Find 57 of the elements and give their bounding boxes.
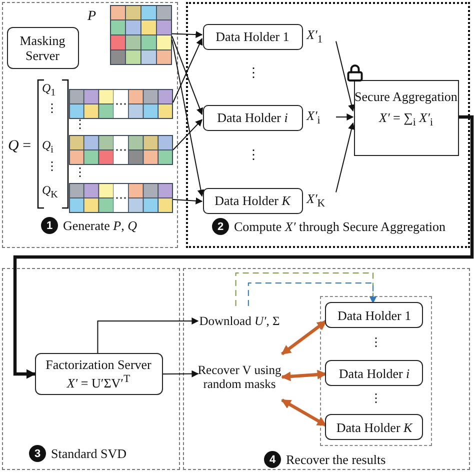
output-label: X′$_{1}$ (306, 27, 323, 46)
panel-frame (2, 268, 180, 470)
process-box: Data Holder K (325, 414, 424, 440)
process-box: Data Holder i (202, 104, 302, 130)
arrow (248, 282, 377, 306)
arrow (281, 398, 327, 427)
step-text: Download U′, Σ (198, 306, 282, 336)
process-box: Masking Server (6, 26, 78, 68)
process-box: Data Holder K (202, 188, 302, 214)
group-frame (320, 296, 432, 446)
arrow (281, 370, 327, 382)
arrow (172, 36, 203, 116)
matrix-label: ⋮ (46, 160, 58, 172)
ellipsis-mark: ⋮ (74, 166, 86, 178)
arrow (172, 197, 203, 204)
step-caption: Recover the results (286, 451, 386, 468)
output-label: X′$_{K}$ (306, 191, 326, 210)
matrix-label: Q$_{1}$ (42, 82, 56, 98)
arrow (162, 370, 199, 378)
ellipsis-mark: ⋮ (370, 336, 382, 348)
panel-frame (186, 2, 470, 248)
matrix-label: Q = (8, 139, 32, 154)
process-box: Data Holder i (325, 360, 424, 386)
connector-line (235, 272, 374, 306)
arrow (172, 38, 203, 103)
process-box: Data Holder 1 (325, 302, 424, 328)
aggregation-box: Secure Aggregation X′ = ∑$_{i}$ X′$_{i}$ (354, 80, 458, 156)
process-box: Factorization Server X′ = U′ΣV′$^{T}$ (34, 352, 162, 394)
arrow (172, 119, 202, 150)
arrow (172, 39, 204, 197)
arrow (336, 122, 355, 193)
ellipsis-mark: ⋮ (247, 148, 260, 161)
matrix-label: P (88, 8, 96, 24)
arrow (97, 318, 199, 354)
ellipsis-mark: ⋮ (247, 66, 260, 79)
step-caption: Standard SVD (51, 445, 126, 462)
step-text: Recover V using random masks (198, 354, 282, 400)
step-number: 4 (264, 451, 281, 468)
output-label: X′$_{i}$ (306, 108, 320, 127)
ellipsis-mark: ⋮ (370, 392, 382, 404)
ellipsis-mark: ⋮ (74, 118, 86, 130)
arrow (13, 115, 474, 379)
process-box: Data Holder 1 (202, 24, 302, 50)
arrow (336, 40, 355, 112)
arrow (336, 114, 354, 120)
matrix-label: Q$_{K}$ (42, 184, 58, 200)
step-number: 2 (212, 218, 229, 235)
arrow (172, 31, 203, 38)
step-caption: Generate P, Q (63, 217, 138, 234)
matrix-label: ⋮ (46, 102, 58, 114)
panel-frame (2, 2, 178, 248)
step-number: 3 (29, 445, 46, 462)
panel-frame (183, 268, 470, 470)
arrow (281, 320, 327, 356)
step-number: 1 (41, 217, 58, 234)
step-caption: Compute X′ through Secure Aggregation (234, 218, 446, 235)
matrix-label: Q$_{i}$ (42, 139, 54, 156)
